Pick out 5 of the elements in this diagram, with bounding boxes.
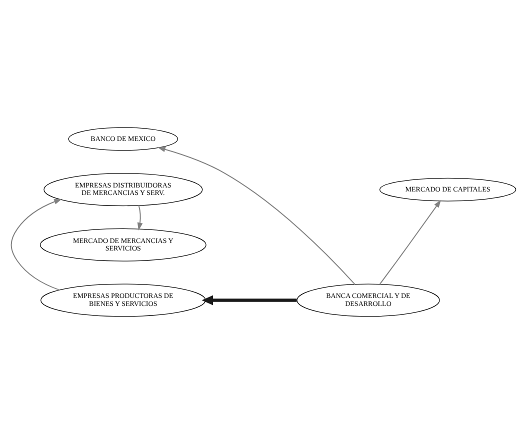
- arrow: [137, 204, 143, 230]
- arrow: [10, 198, 62, 290]
- arrow: [158, 146, 356, 284]
- arrow: [379, 199, 441, 284]
- arrow: [202, 294, 297, 305]
